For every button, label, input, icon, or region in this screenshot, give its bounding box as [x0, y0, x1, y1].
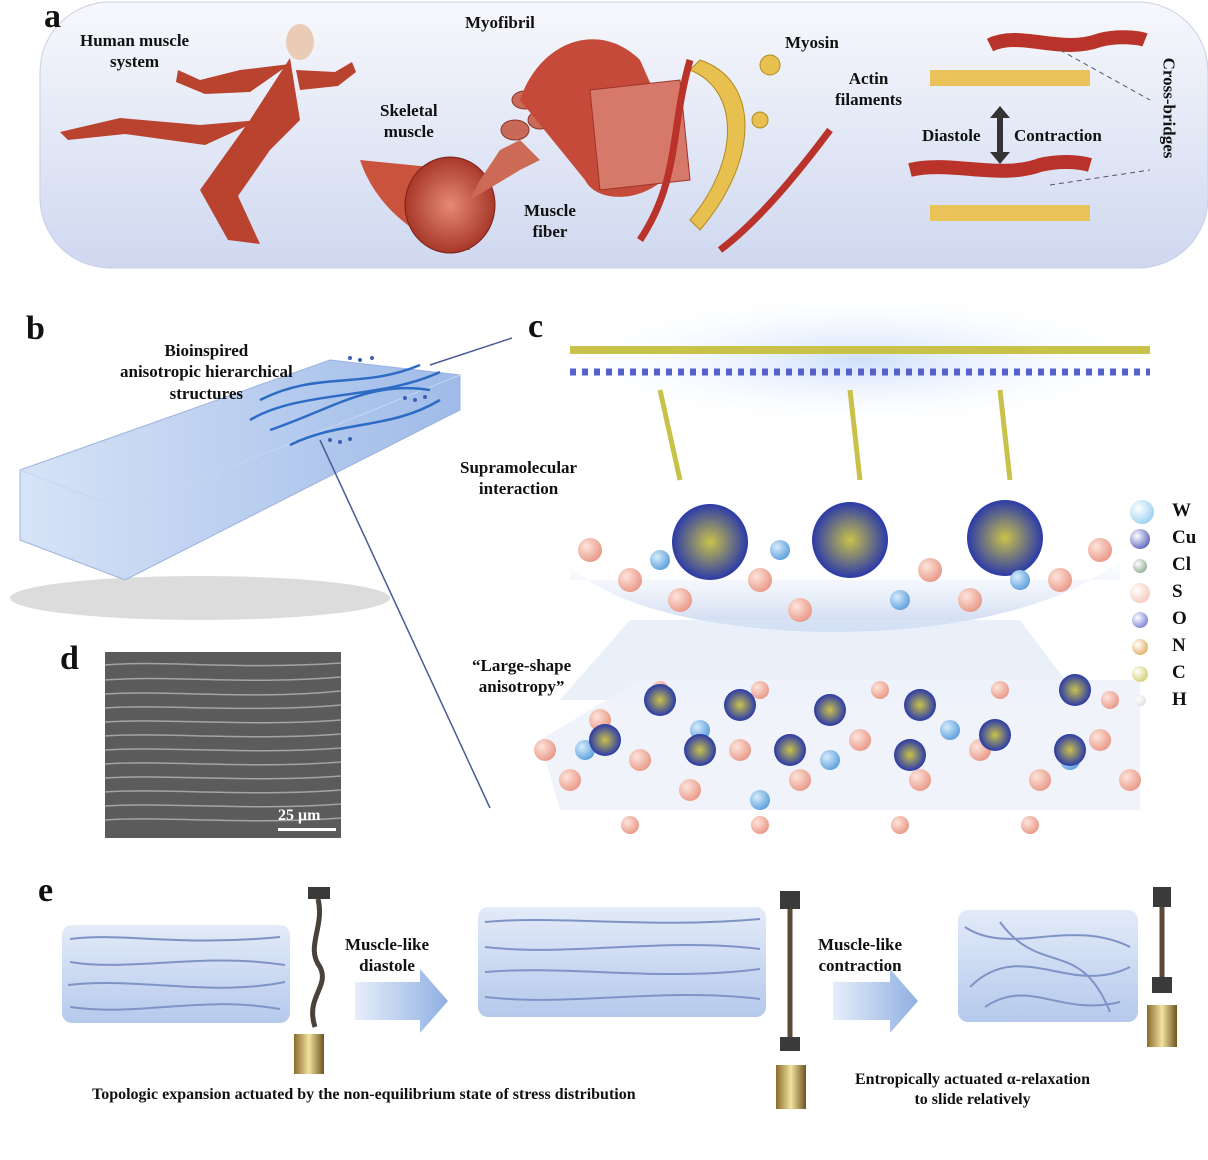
label-human-muscle-system: Human muscle system	[80, 31, 190, 72]
label-contraction: Contraction	[1014, 126, 1102, 145]
legend-o: O	[1130, 608, 1208, 632]
arrow-contraction	[833, 969, 918, 1033]
label-muscle-like-diastole: Muscle-like diastole	[345, 935, 430, 976]
caption-topologic-expansion: Topologic expansion actuated by the non-…	[92, 1086, 636, 1103]
legend-c: C	[1130, 662, 1208, 686]
label-actin-filaments: Actin filaments	[835, 69, 903, 110]
label-myofibril: Myofibril	[465, 13, 535, 32]
legend-cu-label: Cu	[1172, 527, 1197, 548]
weight-apparatus-2	[776, 891, 806, 1109]
state-box-2	[478, 907, 766, 1017]
label-diastole: Diastole	[922, 126, 981, 145]
weight-apparatus-3	[1147, 887, 1177, 1047]
legend-c-label: C	[1172, 662, 1186, 683]
arrow-diastole	[355, 969, 448, 1033]
legend-s: S	[1130, 581, 1208, 605]
legend-o-label: O	[1172, 608, 1187, 629]
label-large-shape: “Large-shape anisotropy”	[472, 656, 572, 697]
panel-bcd-graphics	[10, 290, 1180, 838]
caption-entropically-actuated: Entropically actuated α-relaxation to sl…	[855, 1071, 1090, 1108]
label-bioinspired: Bioinspired anisotropic hierarchical str…	[120, 341, 293, 403]
dish-lattice	[560, 560, 1120, 700]
myosin-actin-graphic	[689, 54, 781, 231]
legend-w-label: W	[1172, 500, 1191, 521]
state-box-1	[62, 925, 290, 1023]
panel-letter-a: a	[44, 0, 61, 35]
upper-lattice-balls	[578, 538, 1112, 622]
panel-e-graphics	[62, 887, 1177, 1109]
label-muscle-like-contraction: Muscle-like contraction	[818, 935, 903, 976]
legend-n-label: N	[1172, 635, 1186, 656]
legend-c-swatch	[1132, 666, 1148, 682]
legend-h-swatch	[1135, 695, 1146, 706]
legend-o-swatch	[1132, 612, 1148, 628]
legend-cu: Cu	[1130, 527, 1208, 551]
panel-letter-b: b	[26, 310, 45, 347]
legend-h-label: H	[1172, 689, 1187, 710]
legend-w: W	[1130, 500, 1208, 524]
legend-cu-swatch	[1130, 529, 1150, 549]
panel-letter-c: c	[528, 308, 544, 345]
label-supramolecular: Supramolecular interaction	[460, 458, 578, 499]
legend-cl: Cl	[1130, 554, 1208, 578]
legend-cl-label: Cl	[1172, 554, 1191, 575]
state-box-3	[958, 910, 1138, 1022]
label-skeletal-muscle: Skeletal muscle	[380, 101, 438, 142]
panel-letter-d: d	[60, 640, 79, 677]
actin-filament-graphic	[637, 59, 833, 253]
legend-n: N	[1130, 635, 1208, 659]
legend-n-swatch	[1132, 639, 1148, 655]
label-cross-bridges: Cross-bridges	[1159, 57, 1179, 159]
anisotropic-slab	[10, 337, 513, 809]
label-muscle-fiber: Muscle fiber	[524, 201, 576, 242]
panel-letter-e: e	[38, 872, 54, 909]
label-myosin: Myosin	[785, 33, 839, 52]
legend-s-swatch	[1130, 583, 1150, 603]
cluster-group	[672, 500, 1043, 580]
cross-bridge-schematic	[908, 30, 1151, 221]
scalebar-label: 25 μm	[278, 807, 321, 824]
polymer-chain	[540, 290, 1180, 481]
legend-s-label: S	[1172, 581, 1183, 602]
scale-bar	[278, 828, 336, 831]
myofibril-graphic	[520, 39, 691, 197]
panel-a-graphics	[39, 1, 1208, 269]
weight-apparatus-1	[294, 887, 330, 1074]
lower-lattice	[534, 674, 1141, 834]
legend-h: H	[1130, 689, 1208, 713]
human-figure	[60, 24, 356, 244]
legend-cl-swatch	[1133, 559, 1147, 573]
legend-w-swatch	[1130, 500, 1154, 524]
sem-image	[104, 652, 342, 838]
